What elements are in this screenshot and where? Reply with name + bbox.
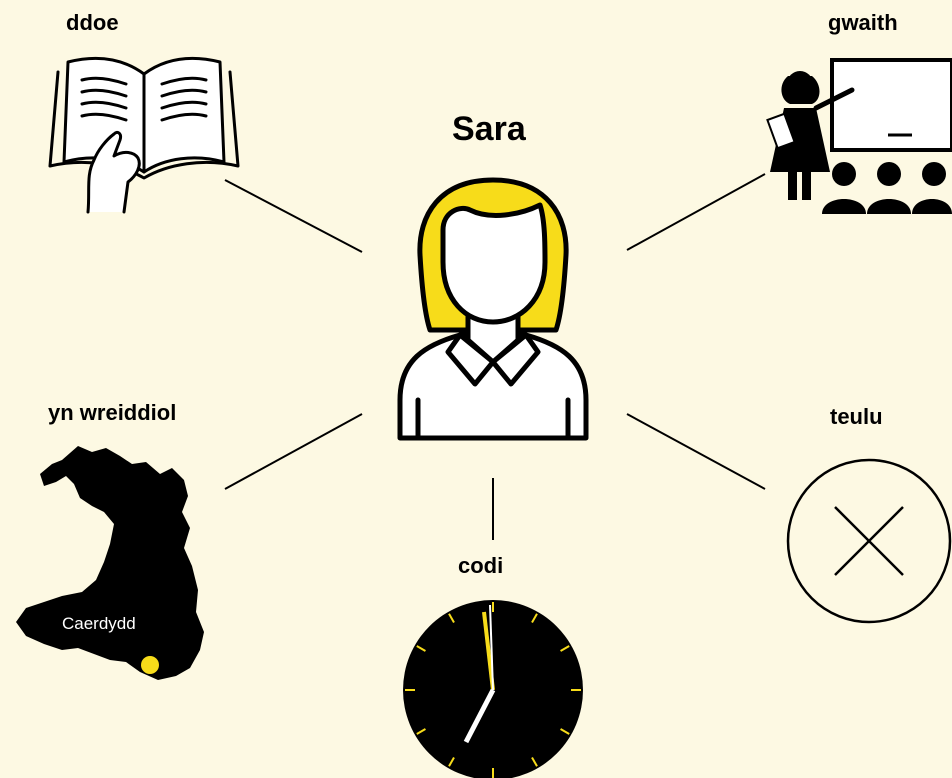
wales-map-icon xyxy=(16,446,204,680)
clock-tick xyxy=(416,645,426,652)
clock-tick xyxy=(531,757,538,767)
clock-second-hand xyxy=(489,604,494,691)
connector-origin xyxy=(224,413,363,490)
connector-gwaith xyxy=(626,173,766,251)
clock-icon xyxy=(403,600,583,778)
connector-teulu xyxy=(626,413,766,490)
cross-circle-icon xyxy=(786,458,952,624)
connector-ddoe xyxy=(224,179,363,253)
label-codi: codi xyxy=(458,553,504,578)
clock-tick xyxy=(560,645,570,652)
open-book-icon xyxy=(48,56,240,214)
person-icon xyxy=(397,177,589,441)
center-name: Sara xyxy=(452,110,526,148)
clock-tick xyxy=(448,757,455,767)
clock-tick xyxy=(448,613,455,623)
clock-tick xyxy=(531,613,538,623)
label-gwaith: gwaith xyxy=(828,10,898,35)
clock-tick xyxy=(416,728,426,735)
map-city-label: Caerdydd xyxy=(62,614,136,633)
teacher-classroom-icon xyxy=(766,58,952,214)
label-teulu: teulu xyxy=(830,404,883,429)
label-origin: yn wreiddiol xyxy=(48,400,177,425)
clock-tick xyxy=(560,728,570,735)
clock-hour-hand xyxy=(463,688,496,744)
clock-minute-hand xyxy=(482,611,495,691)
label-ddoe: ddoe xyxy=(66,10,119,35)
